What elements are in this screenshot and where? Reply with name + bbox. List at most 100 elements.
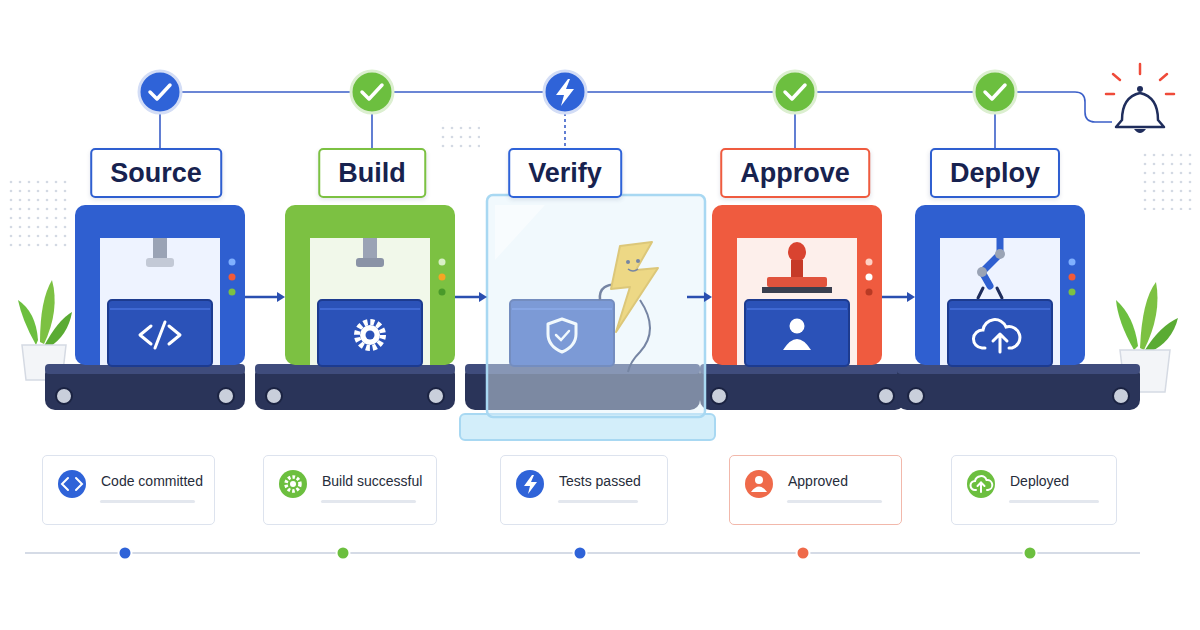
status-line bbox=[160, 92, 1112, 148]
status-text: Build successful bbox=[322, 473, 430, 490]
dot-pattern bbox=[440, 120, 480, 150]
indicator-light bbox=[439, 274, 446, 281]
timeline-dot bbox=[337, 547, 350, 560]
robot-joint bbox=[995, 249, 1005, 259]
bell-top bbox=[1137, 86, 1143, 92]
dot-pattern bbox=[1138, 150, 1194, 210]
machine-frame bbox=[285, 205, 455, 365]
wheel bbox=[218, 388, 234, 404]
indicator-light bbox=[1069, 259, 1076, 266]
timeline-dot bbox=[119, 547, 132, 560]
status-card: Code committed bbox=[42, 455, 215, 525]
status-text: Code committed bbox=[101, 473, 208, 490]
wheel bbox=[266, 388, 282, 404]
arrow-line bbox=[687, 296, 705, 299]
arrow-line bbox=[455, 296, 480, 299]
stage-label: Verify bbox=[508, 148, 622, 198]
pipeline-stage: Verify bbox=[487, 148, 687, 418]
indicator-light bbox=[439, 259, 446, 266]
timeline-dot bbox=[797, 547, 810, 560]
check-circle bbox=[139, 71, 181, 113]
indicator-light bbox=[866, 274, 873, 281]
wheel bbox=[428, 388, 444, 404]
check-circle bbox=[544, 71, 586, 113]
placeholder-line bbox=[100, 500, 195, 503]
conveyor bbox=[255, 364, 455, 410]
stamp-machine bbox=[712, 205, 882, 366]
arrow-head bbox=[704, 292, 712, 302]
placeholder-line bbox=[321, 500, 416, 503]
arrow-head bbox=[907, 292, 915, 302]
placeholder-line bbox=[558, 500, 638, 503]
arrow-head bbox=[479, 292, 487, 302]
pipeline-stage: Approve bbox=[712, 148, 882, 418]
check-mark bbox=[150, 85, 170, 99]
stage-label: Approve bbox=[720, 148, 870, 198]
test-chamber bbox=[460, 195, 715, 440]
gear-icon bbox=[286, 477, 300, 491]
icon-circle bbox=[967, 470, 995, 498]
machine-frame bbox=[75, 205, 245, 365]
check-mark bbox=[785, 85, 805, 99]
code-icon bbox=[140, 322, 180, 348]
machine-frame bbox=[712, 205, 882, 365]
upload-arrow bbox=[978, 483, 985, 493]
card-icon bbox=[967, 470, 1099, 503]
machine-inside bbox=[310, 238, 430, 365]
status-drop bbox=[564, 113, 566, 148]
belt bbox=[45, 364, 245, 410]
indicator-light bbox=[866, 289, 873, 296]
icon-circle bbox=[279, 470, 307, 498]
upload-arrow bbox=[993, 334, 1007, 352]
arrow-line bbox=[882, 296, 908, 299]
arrow-head bbox=[277, 292, 285, 302]
lightning-icon bbox=[524, 475, 537, 494]
status-text: Approved bbox=[788, 473, 895, 490]
gear-icon bbox=[357, 322, 383, 348]
card-icon bbox=[58, 470, 195, 503]
bell-icon bbox=[1106, 64, 1174, 133]
crate-plank bbox=[747, 308, 847, 310]
wheel bbox=[711, 388, 727, 404]
crate bbox=[318, 300, 422, 366]
belt bbox=[897, 364, 1140, 410]
status-card: Approved bbox=[729, 455, 902, 525]
piston bbox=[363, 238, 377, 258]
indicator-light bbox=[229, 259, 236, 266]
wheel bbox=[56, 388, 72, 404]
indicator-light bbox=[439, 289, 446, 296]
leaf bbox=[1116, 300, 1138, 350]
piston bbox=[146, 258, 174, 267]
machine-inside bbox=[737, 238, 857, 365]
crate bbox=[948, 300, 1052, 366]
press-machine bbox=[75, 205, 245, 366]
indicator-light bbox=[1069, 289, 1076, 296]
bell-clapper bbox=[1134, 129, 1146, 133]
stamp-neck bbox=[791, 260, 803, 278]
status-text: Tests passed bbox=[559, 473, 661, 490]
flow-arrow bbox=[882, 292, 915, 302]
timeline bbox=[25, 547, 1140, 560]
check-circle bbox=[974, 71, 1016, 113]
bell-rays bbox=[1106, 64, 1174, 94]
card-icon bbox=[279, 470, 416, 503]
leaf bbox=[44, 312, 72, 348]
wheel bbox=[1113, 388, 1129, 404]
timeline-dot bbox=[574, 547, 587, 560]
icon-circle bbox=[516, 470, 544, 498]
status-text: Deployed bbox=[1010, 473, 1110, 490]
machine-inside bbox=[100, 238, 220, 365]
piston bbox=[356, 258, 384, 267]
pipeline-stage: Deploy bbox=[915, 148, 1085, 418]
dot-pattern bbox=[8, 180, 68, 250]
status-card: Deployed bbox=[951, 455, 1117, 525]
crate bbox=[745, 300, 849, 366]
gear-icon bbox=[366, 331, 375, 340]
indicator-light bbox=[229, 274, 236, 281]
check-mark bbox=[362, 85, 382, 99]
conveyor bbox=[700, 364, 905, 410]
robot-arm bbox=[982, 238, 1000, 286]
